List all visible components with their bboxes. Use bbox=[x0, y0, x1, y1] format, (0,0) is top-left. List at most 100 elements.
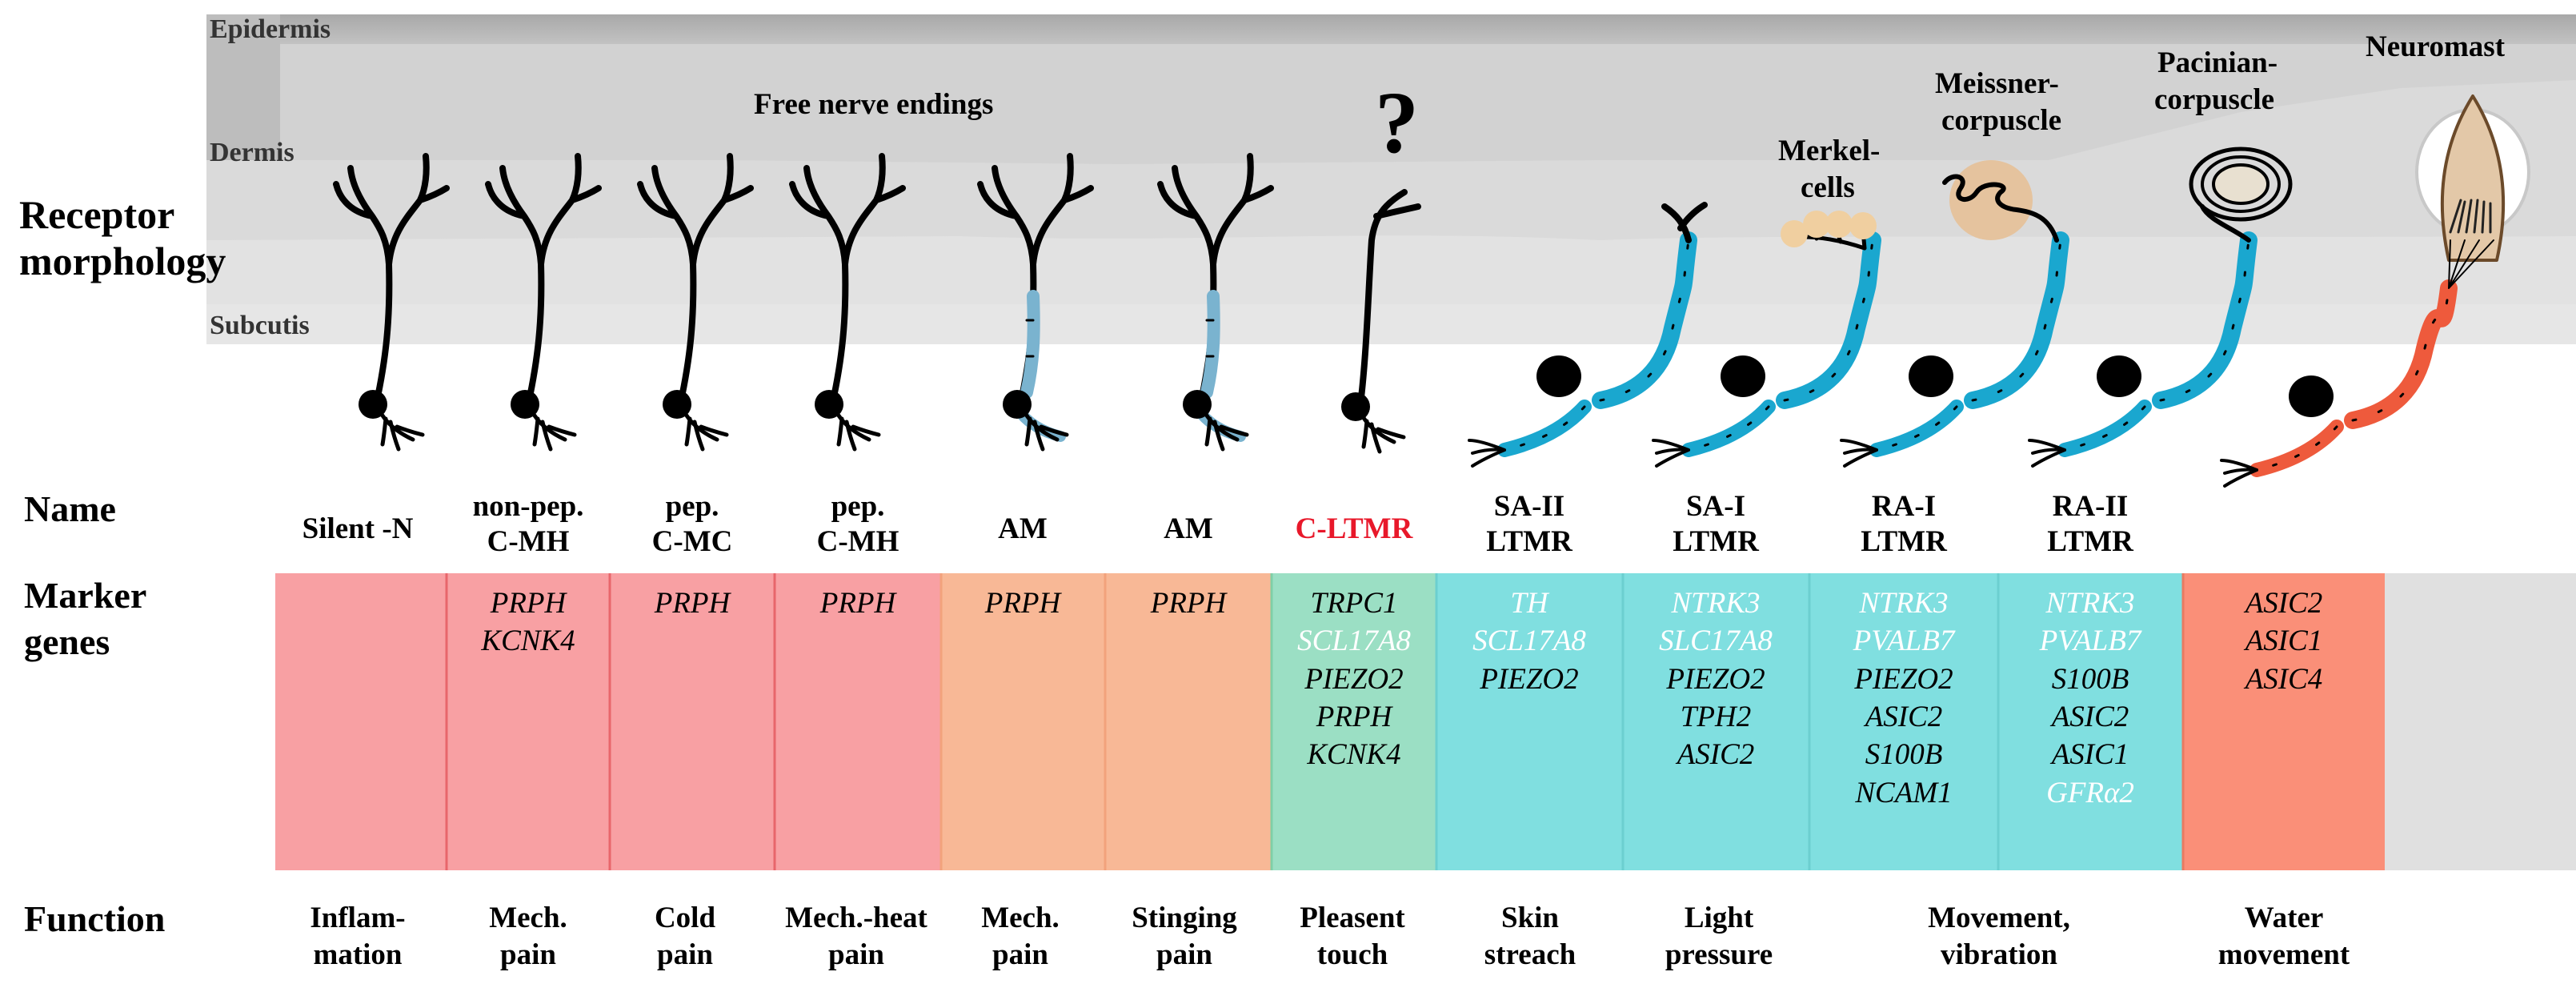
func-am-1-2: pain bbox=[992, 938, 1048, 971]
gene-label: PRPH bbox=[1316, 701, 1392, 734]
merkel-cell bbox=[1803, 211, 1830, 238]
gene-label: ASIC4 bbox=[2245, 662, 2323, 696]
block-ra-ii bbox=[1998, 573, 2183, 870]
block-nonpep-cmh bbox=[447, 573, 610, 870]
merkel-cell bbox=[1849, 212, 1877, 239]
pacinian-core bbox=[2212, 163, 2270, 205]
gene-list: PRPH bbox=[1151, 584, 1227, 622]
neuron-soma bbox=[1536, 355, 1581, 397]
gene-label: KCNK4 bbox=[481, 624, 575, 658]
block-sa-ii bbox=[1436, 573, 1623, 870]
nodes-of-ranvier bbox=[1599, 239, 1690, 402]
neuron-soma bbox=[359, 390, 387, 419]
meissner-coil bbox=[1942, 174, 2059, 243]
func-sa-ii-1: Skin bbox=[1500, 902, 1560, 934]
gene-label: PRPH bbox=[1150, 587, 1227, 620]
meissner-corpuscle bbox=[1949, 160, 2033, 240]
gene-label: TPH2 bbox=[1680, 701, 1752, 734]
meissner-label-1: Meissner- bbox=[1935, 67, 2059, 100]
func-pep-cmc-2: pain bbox=[657, 938, 713, 971]
name-sa-ii-line1: SA-II bbox=[1493, 490, 1565, 523]
gene-label: KCNK4 bbox=[1307, 738, 1401, 772]
func-sa-ii-2: streach bbox=[1484, 938, 1576, 971]
nodes-of-ranvier bbox=[1783, 239, 1874, 402]
gene-label: TRPC1 bbox=[1310, 587, 1398, 620]
block-pep-cmc bbox=[610, 573, 775, 870]
pacinian-lamella bbox=[2201, 155, 2281, 213]
gene-label: PRPH bbox=[490, 587, 567, 620]
func-pep-cmh-1: Mech.-heat bbox=[785, 902, 927, 934]
neuron-soma bbox=[1183, 390, 1212, 419]
func-sa-i-1: Light bbox=[1684, 902, 1754, 934]
gene-label: PRPH bbox=[984, 587, 1061, 620]
myelin-sheath bbox=[2057, 400, 2152, 457]
gene-label: ASIC2 bbox=[1865, 701, 1943, 734]
function-header: Function bbox=[24, 898, 166, 939]
nerve-ending bbox=[977, 153, 1094, 408]
epidermis-label: Epidermis bbox=[210, 14, 331, 44]
nerve-ending bbox=[789, 153, 906, 408]
merkel-label-1: Merkel- bbox=[1778, 135, 1881, 167]
func-am-2-2: pain bbox=[1156, 938, 1212, 971]
neuron-drawings bbox=[333, 94, 2530, 488]
name-nonpep-line1: non-pep. bbox=[472, 490, 584, 523]
neuron-roots bbox=[1204, 413, 1249, 452]
name-pep-cmc-line2: C-MC bbox=[651, 525, 733, 558]
myelin-sheath bbox=[1200, 290, 1220, 399]
func-c-ltmr-2: touch bbox=[1316, 938, 1388, 971]
name-am-2: AM bbox=[1164, 512, 1213, 545]
gene-label: NCAM1 bbox=[1855, 776, 1953, 809]
neuron-roots bbox=[1468, 439, 1506, 468]
neuron-roots bbox=[1361, 416, 1406, 454]
neuron-roots bbox=[1652, 439, 1690, 468]
neuromast-label: Neuromast bbox=[2366, 30, 2506, 63]
neuron-roots bbox=[380, 413, 425, 452]
name-ra-i-line2: LTMR bbox=[1861, 525, 1947, 558]
merkel-cell bbox=[1781, 220, 1808, 247]
dermis-label: Dermis bbox=[210, 138, 294, 167]
gene-label: PRPH bbox=[819, 587, 896, 620]
marker-blocks bbox=[275, 573, 2576, 870]
neuromast-fibers bbox=[2448, 239, 2494, 289]
gene-label: ASIC2 bbox=[2245, 587, 2323, 620]
block-am-2 bbox=[1105, 573, 1272, 870]
nerve-ending bbox=[637, 153, 754, 408]
func-nonpep-1: Mech. bbox=[489, 902, 567, 934]
neuron-roots bbox=[2220, 459, 2258, 488]
name-ra-i-line1: RA-I bbox=[1871, 490, 1937, 523]
gene-label: ASIC1 bbox=[2051, 738, 2129, 772]
gene-label: ASIC1 bbox=[2245, 624, 2323, 658]
gene-label: PRPH bbox=[654, 587, 731, 620]
nodes-of-ranvier bbox=[2159, 239, 2250, 402]
block-silent-n bbox=[275, 573, 447, 870]
neuron-soma bbox=[663, 390, 691, 419]
name-ra-ii-line1: RA-II bbox=[2052, 490, 2129, 523]
func-nonpep-2: pain bbox=[500, 938, 556, 971]
gene-label: NTRK3 bbox=[1671, 587, 1761, 620]
gene-label: NTRK3 bbox=[1859, 587, 1949, 620]
gene-label: PIEZO2 bbox=[1304, 662, 1404, 696]
hair-cells bbox=[2449, 199, 2492, 234]
gene-label: S100B bbox=[2051, 662, 2129, 696]
block-trailing bbox=[2385, 573, 2576, 870]
morphology-header-2: morphology bbox=[19, 239, 226, 283]
nerve-ending bbox=[333, 153, 450, 408]
name-sa-i-line2: LTMR bbox=[1673, 525, 1759, 558]
neuron-roots bbox=[836, 413, 881, 452]
free-nerve-endings-label: Free nerve endings bbox=[754, 88, 994, 121]
merkel-cell bbox=[1825, 211, 1853, 238]
morphology-header-1: Receptor bbox=[19, 192, 175, 237]
name-sa-i-line1: SA-I bbox=[1685, 490, 1746, 523]
gene-list: PRPH bbox=[820, 584, 896, 622]
gene-list: PRPH bbox=[655, 584, 731, 622]
skin-layers bbox=[206, 14, 2576, 344]
marker-header-1: Marker bbox=[24, 575, 147, 616]
block-c-ltmr bbox=[1272, 573, 1436, 870]
neuron-roots bbox=[684, 413, 729, 452]
name-pep-cmh-line1: pep. bbox=[831, 490, 885, 523]
